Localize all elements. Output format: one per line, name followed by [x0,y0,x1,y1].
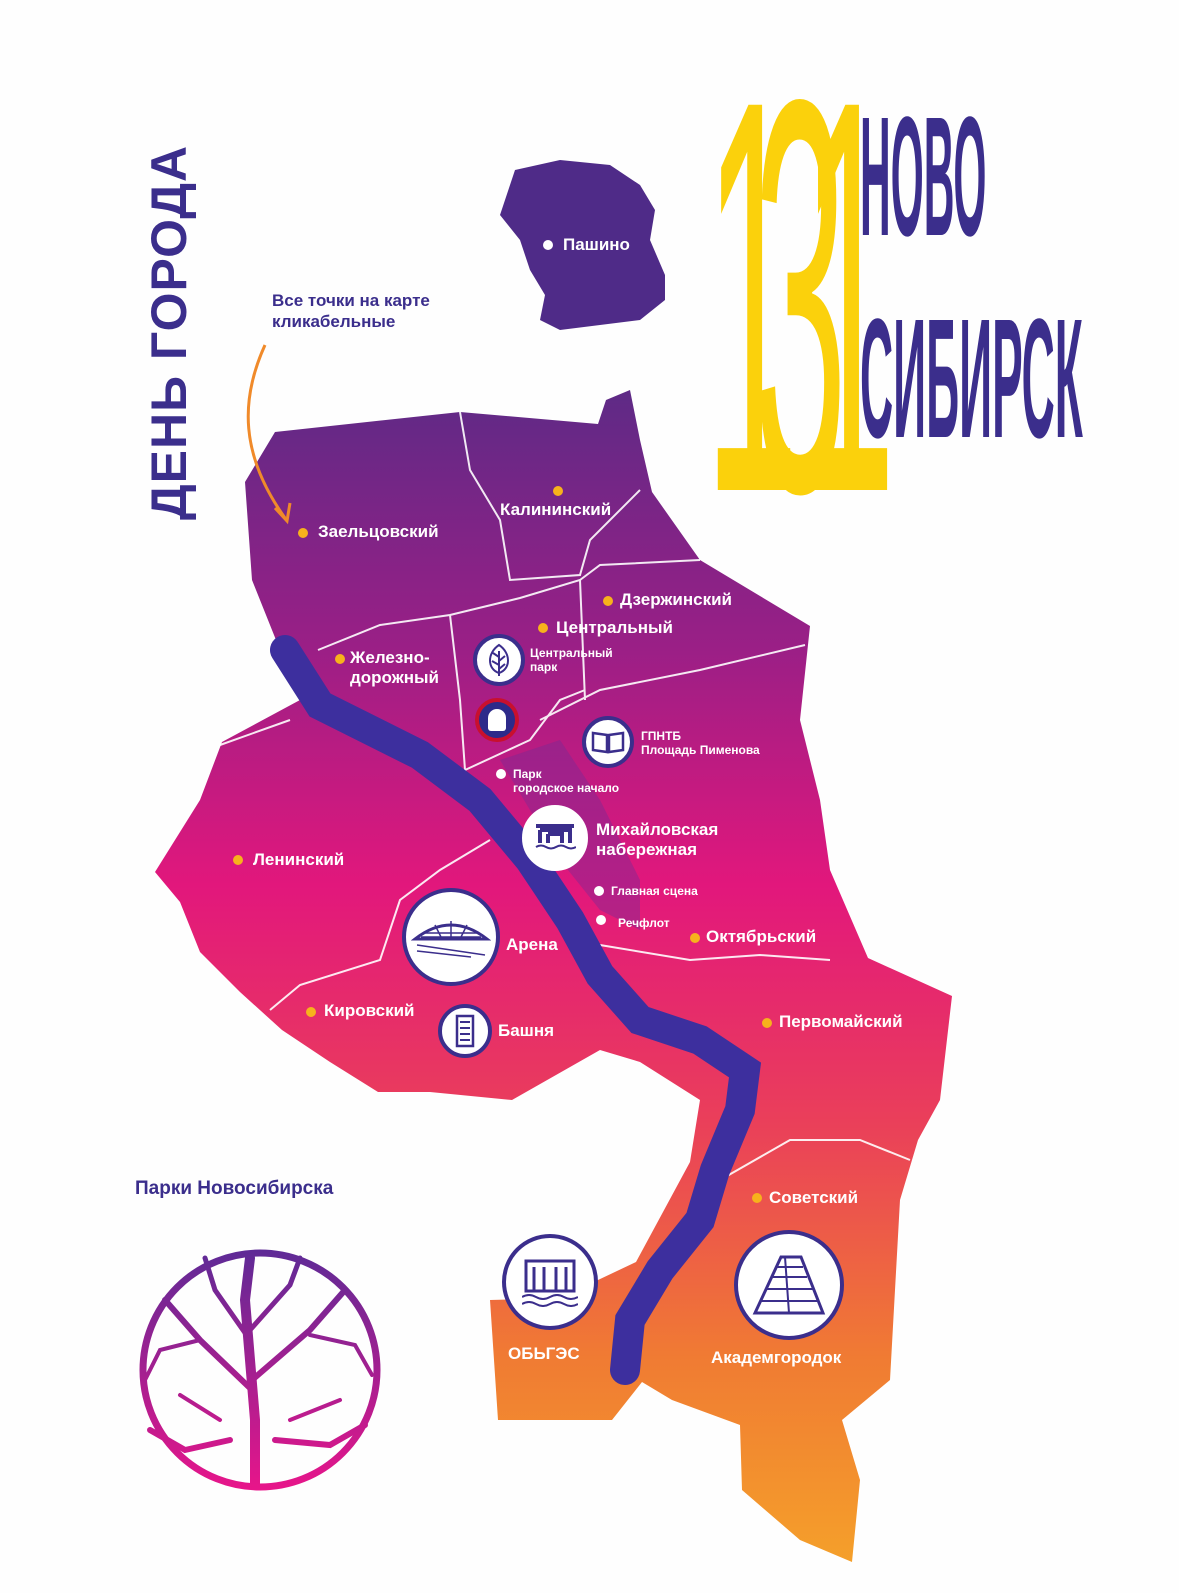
district-pashino[interactable]: Пашино [563,235,630,254]
book-icon[interactable] [582,716,634,768]
district-dot[interactable] [603,596,613,606]
label-line: Центральный [530,646,613,660]
place-tower[interactable]: Башня [498,1021,555,1040]
place-dot[interactable] [496,769,506,779]
label-line: дорожный [350,667,440,687]
place-obges[interactable]: ОБЬГЭС [508,1344,580,1363]
place-gpntb[interactable]: ГПНТБ Площадь Пименова [641,729,760,758]
label-line: Железно- [350,648,430,667]
label-line: парк [530,659,558,674]
place-park-start[interactable]: Парк городское начало [513,767,620,796]
place-akademgorodok[interactable]: Академгородок [711,1348,842,1367]
leaf-icon[interactable] [473,634,525,686]
district-tsentralny[interactable]: Центральный [556,618,673,637]
place-dot[interactable] [594,886,604,896]
district-kalininsky[interactable]: Калининский [500,500,612,519]
district-dot[interactable] [752,1193,762,1203]
hint-line2: кликабельные [272,312,396,332]
event-title: ДЕНЬ ГОРОДА [141,144,197,520]
label-line: набережная [596,839,697,859]
district-dot[interactable] [553,486,563,496]
district-dot[interactable] [298,528,308,538]
place-central-park[interactable]: Центральный парк [530,646,613,675]
district-oktyabrsky[interactable]: Октябрьский [706,927,817,946]
pashino-district[interactable] [500,160,665,330]
embankment-icon[interactable] [522,805,588,871]
district-kirovsky[interactable]: Кировский [324,1001,415,1020]
river-ob [270,635,762,1385]
district-leninsky[interactable]: Ленинский [253,850,345,869]
district-dot[interactable] [233,855,243,865]
place-rechflot[interactable]: Речфлот [618,916,670,930]
district-dot[interactable] [335,654,345,664]
district-dot[interactable] [543,240,553,250]
arena-stadium-icon[interactable] [402,888,500,986]
theatre-emblem-icon[interactable] [475,698,519,742]
district-dot[interactable] [690,933,700,943]
district-zaeltsovsky[interactable]: Заельцовский [318,522,439,541]
label-line: Парк [513,767,542,781]
district-borders [219,411,911,1181]
label-line: городское начало [513,780,620,795]
parks-logo [139,1249,381,1491]
district-sovetsky[interactable]: Советский [769,1188,859,1207]
place-dot[interactable] [596,915,606,925]
district-pervomaysky[interactable]: Первомайский [779,1012,903,1031]
label-line: Площадь Пименова [641,742,760,757]
district-dot[interactable] [306,1007,316,1017]
akademgorodok-pyramid-icon[interactable] [734,1230,844,1340]
hint-line1: Все точки на карте [272,291,430,310]
district-dot[interactable] [538,623,548,633]
city-name-line2: СИБИРСК [860,284,1083,474]
parks-title: Парки Новосибирска [135,1178,334,1199]
label-line: Михайловская [596,820,719,839]
district-zheleznodorozhny[interactable]: Железно- дорожный [350,648,439,687]
district-dot[interactable] [762,1018,772,1028]
tower-icon[interactable] [438,1004,492,1058]
place-mikhailovskaya-embankment[interactable]: Михайловская набережная [596,820,718,859]
emblem-shape [488,709,506,731]
district-dzerzhinsky[interactable]: Дзержинский [620,590,733,609]
label-line: ГПНТБ [641,729,682,743]
city-name-line1: НОВО [860,82,987,272]
place-arena[interactable]: Арена [506,935,558,954]
dam-icon[interactable] [502,1234,598,1330]
place-main-stage[interactable]: Главная сцена [611,884,698,898]
clickable-hint: Все точки на карте кликабельные [272,290,430,333]
hint-arrow-icon [246,344,292,525]
